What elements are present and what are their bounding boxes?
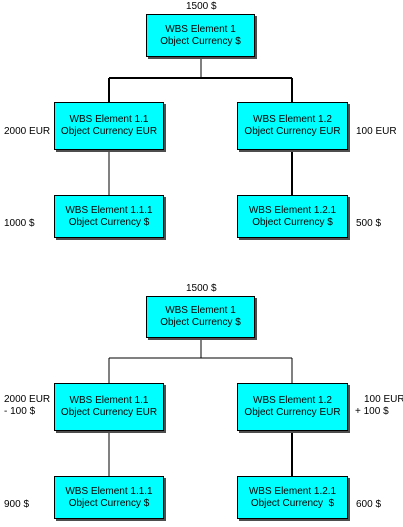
node-name: WBS Element 1.2: [253, 395, 332, 406]
left-amount-line-2: - 100 $: [4, 406, 36, 417]
diagram-1-root-amount: 1500 $: [186, 1, 217, 12]
diagram-1-root-node: WBS Element 1 Object Currency $: [146, 14, 255, 57]
node-name: WBS Element 1.2.1: [248, 204, 337, 216]
node-name: WBS Element 1: [165, 305, 236, 316]
node-currency: Object Currency $: [252, 216, 333, 228]
node-name: WBS Element 1: [165, 23, 236, 35]
diagram-1-right-node: WBS Element 1.2 Object Currency EUR: [237, 102, 348, 150]
node-currency: Object Currency $: [68, 497, 150, 509]
diagram-1-left-node: WBS Element 1.1 Object Currency EUR: [54, 102, 164, 150]
diagram-1-left-amount: 2000 EUR: [4, 126, 51, 137]
right-amount-line-1: 100 EUR: [364, 394, 403, 405]
left-amount-line-1: 2000 EUR: [4, 394, 51, 405]
node-name: WBS Element 1.1: [69, 395, 149, 406]
diagram-2-left-child-node: WBS Element 1.1.1 Object Currency $: [54, 476, 164, 519]
node-currency: Object Currency $: [160, 35, 241, 47]
diagram-2-right-child-node: WBS Element 1.2.1 Object Currency $: [237, 476, 348, 519]
node-currency: Object Currency EUR: [244, 407, 341, 418]
node-name: WBS Element 1.2: [253, 114, 332, 125]
node-currency: Object Currency EUR: [60, 126, 158, 137]
diagram-1-right-child-amount: 500 $: [356, 218, 382, 229]
diagram-1-left-child-amount: 1000 $: [4, 218, 35, 229]
diagram-1-right-amount: 100 EUR: [356, 126, 397, 137]
node-name: WBS Element 1.2.1: [248, 485, 337, 497]
diagram-2-right-amount: 100 EUR + 100 $: [355, 394, 403, 418]
diagram-1-right-child-node: WBS Element 1.2.1 Object Currency $: [237, 195, 348, 238]
node-currency: Object Currency $: [68, 216, 150, 228]
diagram-2-left-child-amount: 900 $: [4, 499, 30, 510]
node-name: WBS Element 1.1.1: [65, 485, 153, 497]
node-currency: Object Currency EUR: [60, 407, 158, 418]
diagram-2-connectors: [108, 338, 293, 476]
node-currency: Object Currency $: [250, 497, 335, 509]
diagram-2-right-node: WBS Element 1.2 Object Currency EUR: [237, 383, 348, 431]
node-currency: Object Currency EUR: [244, 126, 341, 137]
node-name: WBS Element 1.1: [69, 114, 149, 125]
diagram-1-connectors: [108, 57, 293, 195]
diagram-1-left-child-node: WBS Element 1.1.1 Object Currency $: [54, 195, 164, 238]
diagram-2-right-child-amount: 600 $: [356, 499, 382, 510]
right-amount-line-2: + 100 $: [355, 406, 389, 417]
diagram-2-left-node: WBS Element 1.1 Object Currency EUR: [54, 383, 164, 431]
node-currency: Object Currency $: [160, 317, 241, 328]
node-name: WBS Element 1.1.1: [65, 204, 153, 216]
diagram-2-root-amount: 1500 $: [186, 283, 217, 294]
diagram-2-root-node: WBS Element 1 Object Currency $: [146, 296, 255, 338]
diagram-2-left-amount: 2000 EUR - 100 $: [4, 394, 50, 418]
